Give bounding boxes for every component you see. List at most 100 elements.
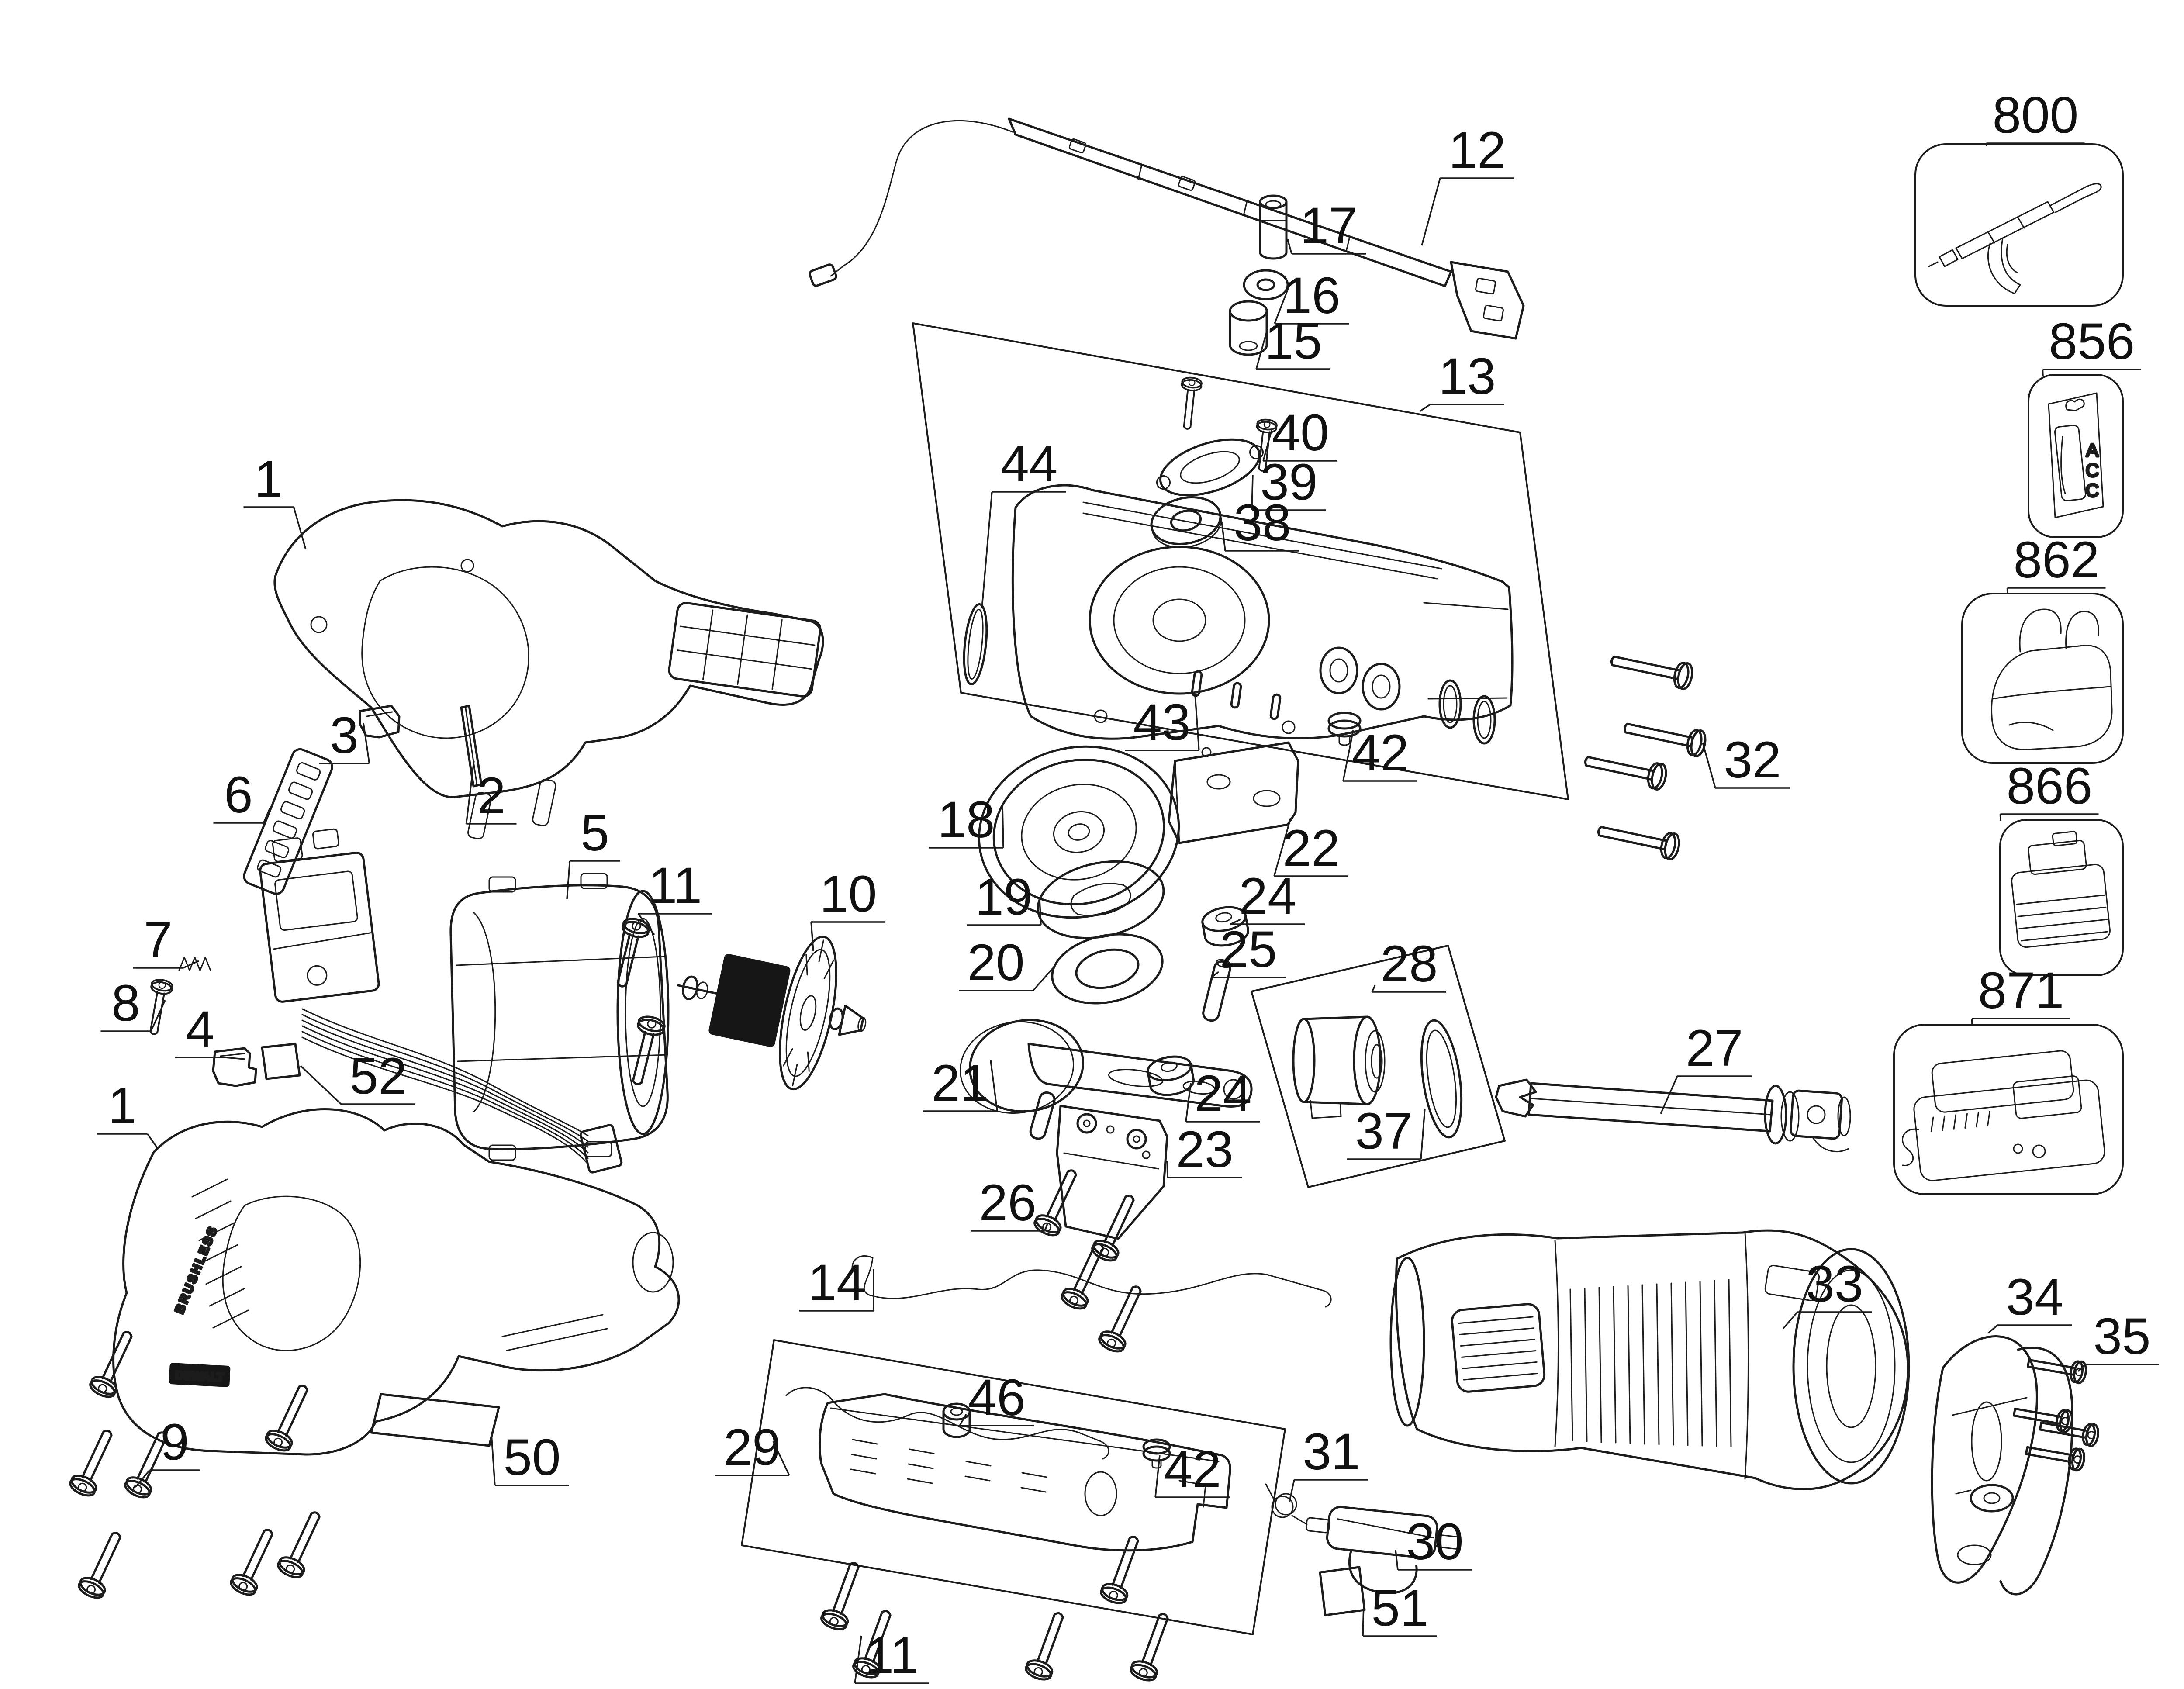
part-vent-strip-6 <box>243 748 334 895</box>
callout-50: 50 <box>491 1429 569 1486</box>
callout-number: 6 <box>224 766 253 824</box>
part-spring-strip-2 <box>460 705 483 788</box>
callout-number: 11 <box>865 1627 919 1684</box>
callout-46: 46 <box>959 1369 1034 1426</box>
part-screw-8 <box>143 978 173 1036</box>
callout-number: 26 <box>979 1174 1036 1232</box>
part-motor-stator <box>449 873 670 1161</box>
callout-number: 28 <box>1380 935 1438 993</box>
callout-number: 20 <box>967 934 1024 991</box>
part-plunger-shaft <box>1495 1078 1851 1153</box>
callout-14: 14 <box>799 1254 874 1312</box>
callout-number: 24 <box>1194 1065 1251 1123</box>
callout-number: 50 <box>503 1429 560 1486</box>
callout-871: 871 <box>1971 962 2070 1026</box>
callout-44: 44 <box>981 435 1066 608</box>
callout-43: 43 <box>1125 694 1200 751</box>
callout-1: 1 <box>97 1077 158 1149</box>
switch-assembly <box>259 828 623 1174</box>
callout-number: 30 <box>1406 1513 1463 1571</box>
part-bushing-46 <box>942 1402 971 1438</box>
part-flat-washer <box>1243 269 1289 300</box>
callout-number: 18 <box>937 791 995 849</box>
callout-24: 24 <box>1185 1065 1260 1123</box>
accessory-pack-icon <box>2048 392 2104 518</box>
callout-number: 8 <box>111 974 140 1032</box>
callout-6: 6 <box>213 766 271 824</box>
callout-number: 24 <box>1239 867 1296 925</box>
callout-number: 1 <box>108 1077 137 1135</box>
part-bracket-23 <box>1056 1105 1168 1240</box>
callout-number: 34 <box>2006 1268 2063 1326</box>
callout-number: 35 <box>2093 1308 2150 1365</box>
callout-29: 29 <box>715 1419 790 1476</box>
accessory-box-871 <box>1893 1024 2124 1195</box>
callout-18: 18 <box>929 791 1004 849</box>
callout-35: 35 <box>2077 1308 2159 1372</box>
part-pivot-pin <box>1259 194 1288 260</box>
callout-31: 31 <box>1289 1423 1368 1502</box>
sticker-52 <box>261 1043 301 1080</box>
callout-number: 27 <box>1686 1019 1743 1077</box>
callout-number: 2 <box>477 767 506 825</box>
callout-number: 800 <box>1993 86 2079 144</box>
callout-number: 21 <box>931 1054 988 1112</box>
shoe-screws-35 <box>2012 1353 2100 1471</box>
callout-number: 866 <box>2007 757 2093 815</box>
callout-2: 2 <box>465 760 517 825</box>
part-spindle-bushing <box>1292 1015 1386 1119</box>
part-clip-3 <box>359 705 401 739</box>
part-retainer-ring <box>1420 1019 1463 1139</box>
callout-25: 25 <box>1210 921 1286 978</box>
plug-bolt-42b <box>1142 1438 1171 1469</box>
callout-22: 22 <box>1273 817 1348 877</box>
callout-23: 23 <box>1166 1121 1242 1178</box>
bushing-kit-box <box>1251 945 1506 1188</box>
callout-number: 1 <box>254 450 283 508</box>
callout-number: 42 <box>1351 724 1409 782</box>
dewalt-logo-text: DEWALT <box>175 1368 225 1384</box>
callout-number: 44 <box>1000 435 1057 493</box>
callout-number: 11 <box>649 857 702 915</box>
callout-11: 11 <box>637 857 712 936</box>
callout-number: 12 <box>1448 121 1506 179</box>
part-actuator-bar <box>809 117 1525 340</box>
callout-21: 21 <box>923 1054 998 1112</box>
callout-3: 3 <box>319 707 370 764</box>
part-shoe-assembly <box>1931 1335 2073 1596</box>
callout-number: 37 <box>1355 1102 1412 1160</box>
part-housing-half-bottom: DEWALT BRUSHLESS <box>112 1108 680 1456</box>
callout-number: 52 <box>349 1047 407 1105</box>
callout-30: 30 <box>1395 1513 1472 1571</box>
callout-52: 52 <box>300 1047 415 1105</box>
dewalt-logo <box>169 1363 231 1387</box>
callout-34: 34 <box>1987 1268 2072 1334</box>
callout-42: 42 <box>1154 1440 1230 1498</box>
callout-number: 3 <box>330 707 359 764</box>
battery-charger-icon <box>1902 1050 2105 1181</box>
callout-number: 23 <box>1176 1121 1233 1178</box>
callout-28: 28 <box>1371 935 1446 993</box>
callout-number: 871 <box>1978 962 2064 1019</box>
callout-number: 9 <box>160 1413 189 1471</box>
inner-cover-kit-box <box>741 1339 1286 1635</box>
callout-866: 866 <box>1999 757 2099 821</box>
callout-8: 8 <box>100 974 166 1032</box>
callout-39: 39 <box>1251 453 1326 511</box>
part-spring-7 <box>178 957 211 971</box>
callout-number: 51 <box>1371 1579 1428 1637</box>
callout-12: 12 <box>1421 121 1514 246</box>
callout-26: 26 <box>971 1174 1048 1232</box>
screws-26 <box>1032 1165 1150 1355</box>
callout-800: 800 <box>1985 86 2085 146</box>
callout-number: 19 <box>975 868 1032 926</box>
sticker-51 <box>1319 1566 1366 1616</box>
callout-number: 15 <box>1265 312 1322 370</box>
callout-38: 38 <box>1221 494 1299 552</box>
callout-42: 42 <box>1342 724 1417 782</box>
callout-number: 856 <box>2049 313 2135 370</box>
part-lever-30 <box>1305 1506 1460 1594</box>
